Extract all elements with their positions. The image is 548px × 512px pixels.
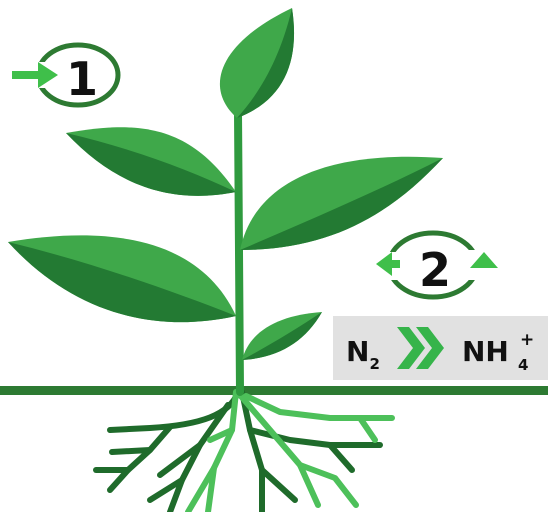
product-symbol: NH [462,335,509,368]
roots-dark [93,389,383,512]
cycle-arrows-icon [376,252,498,276]
step-1-number: 1 [66,52,98,106]
ground-line [0,386,548,395]
product-subscript: 4 [518,356,528,374]
product-formula: NH [462,335,509,368]
leaf-upper-left [66,127,236,196]
step-2-number: 2 [419,243,451,297]
leaf-top [219,8,295,118]
plant-stem [234,108,244,396]
reactant-formula: N2 [346,335,380,373]
arrow-right-icon [12,62,58,88]
leaf-right [240,156,443,250]
reactant-subscript: 2 [369,355,379,373]
step-1-badge: 1 [8,42,121,108]
leaf-lower-left [8,235,236,323]
leaf-small-right [242,312,322,360]
reaction-panel: N2 NH 4 + [333,316,548,380]
roots-light [185,389,395,512]
reactant-symbol: N [346,335,369,368]
double-chevron-icon [397,327,444,369]
product-superscript: + [520,330,534,350]
step-2-badge: 2 [370,230,504,300]
